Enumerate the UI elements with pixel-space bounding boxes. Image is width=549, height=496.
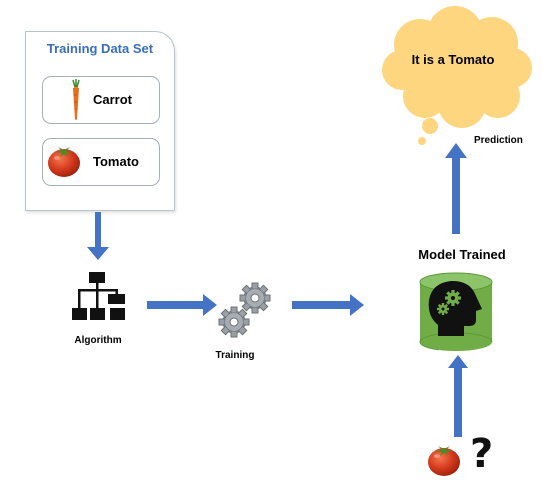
carrot-icon: [72, 79, 80, 120]
dataset-title: Training Data Set: [46, 41, 154, 56]
arrow-input-to-model: [448, 355, 468, 437]
algorithm-label: Algorithm: [74, 335, 122, 346]
training-dataset-panel: Training Data Set Carrot Tomato: [25, 31, 175, 211]
tomato-icon: [48, 147, 80, 177]
prediction-label: Prediction: [474, 135, 523, 146]
model-trained-label: Model Trained: [418, 247, 506, 262]
hierarchy-icon: [72, 272, 125, 320]
gears-icon: [218, 282, 271, 338]
input-tomato-icon: [428, 446, 460, 476]
question-mark: ?: [470, 431, 494, 477]
tomato-label: Tomato: [93, 154, 139, 169]
arrow-training-to-model: [292, 294, 364, 316]
tomato-card: Tomato: [42, 138, 160, 186]
prediction-result-text: It is a Tomato: [411, 52, 495, 67]
arrow-model-to-prediction: [445, 143, 467, 234]
carrot-card: Carrot: [42, 76, 160, 124]
carrot-label: Carrot: [93, 92, 133, 107]
brain-head-icon: [428, 280, 482, 336]
arrow-algorithm-to-training: [147, 294, 217, 316]
thought-bubble: [382, 6, 532, 145]
arrow-dataset-to-algorithm: [87, 212, 109, 260]
training-label: Training: [215, 350, 255, 361]
